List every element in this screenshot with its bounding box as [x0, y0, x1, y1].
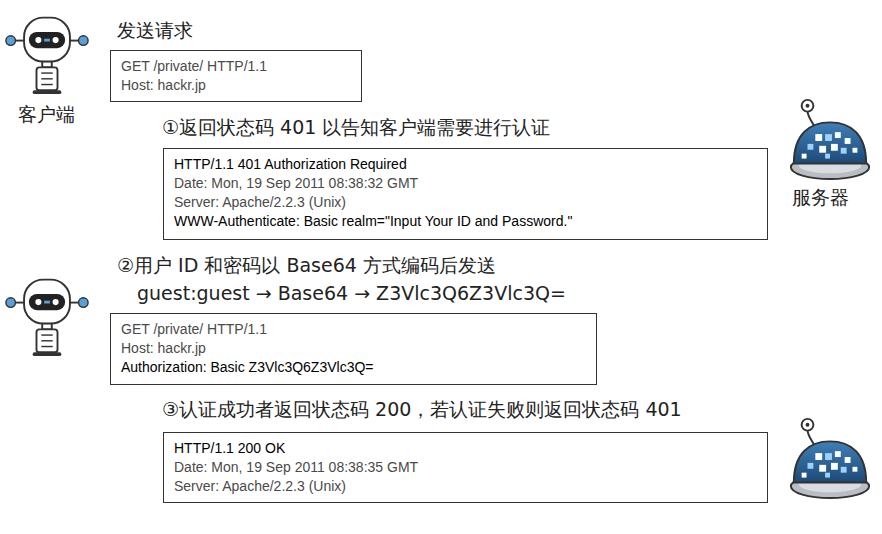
header-line: Server: Apache/2.2.3 (Unix)	[174, 193, 346, 212]
actor-label: 服务器	[792, 186, 849, 209]
request-box: GET /private/ HTTP/1.1Host: hackr.jp	[110, 50, 362, 102]
response-box: HTTP/1.1 200 OKDate: Mon, 19 Sep 2011 08…	[163, 432, 768, 503]
header-line: GET /private/ HTTP/1.1	[121, 320, 267, 339]
client-robot	[4, 272, 90, 358]
step-caption: ③认证成功者返回状态码 200，若认证失败则返回状态码 401	[162, 398, 682, 421]
header-line: Server: Apache/2.2.3 (Unix)	[174, 477, 346, 496]
header-line: WWW-Authenticate: Basic realm="Input You…	[174, 212, 572, 231]
header-line: Date: Mon, 19 Sep 2011 08:38:32 GMT	[174, 174, 418, 193]
server-robot	[786, 95, 874, 183]
encoding-note: guest:guest → Base64 → Z3Vlc3Q6Z3Vlc3Q=	[137, 282, 566, 305]
response-box: HTTP/1.1 401 Authorization RequiredDate:…	[163, 148, 768, 240]
step-heading: 发送请求	[117, 19, 193, 42]
header-line: Host: hackr.jp	[121, 76, 206, 95]
actor-label: 客户端	[18, 103, 75, 126]
header-line: Host: hackr.jp	[121, 339, 206, 358]
request-box: GET /private/ HTTP/1.1Host: hackr.jpAuth…	[110, 313, 597, 385]
header-line: Authorization: Basic Z3Vlc3Q6Z3Vlc3Q=	[121, 358, 374, 377]
step-caption: ①返回状态码 401 以告知客户端需要进行认证	[162, 116, 550, 139]
header-line: GET /private/ HTTP/1.1	[121, 57, 267, 76]
server-robot	[786, 414, 874, 502]
header-line: HTTP/1.1 401 Authorization Required	[174, 155, 407, 174]
header-line: HTTP/1.1 200 OK	[174, 439, 285, 458]
step-caption: ②用户 ID 和密码以 Base64 方式编码后发送	[117, 254, 496, 277]
client-robot	[4, 10, 90, 96]
header-line: Date: Mon, 19 Sep 2011 08:38:35 GMT	[174, 458, 418, 477]
